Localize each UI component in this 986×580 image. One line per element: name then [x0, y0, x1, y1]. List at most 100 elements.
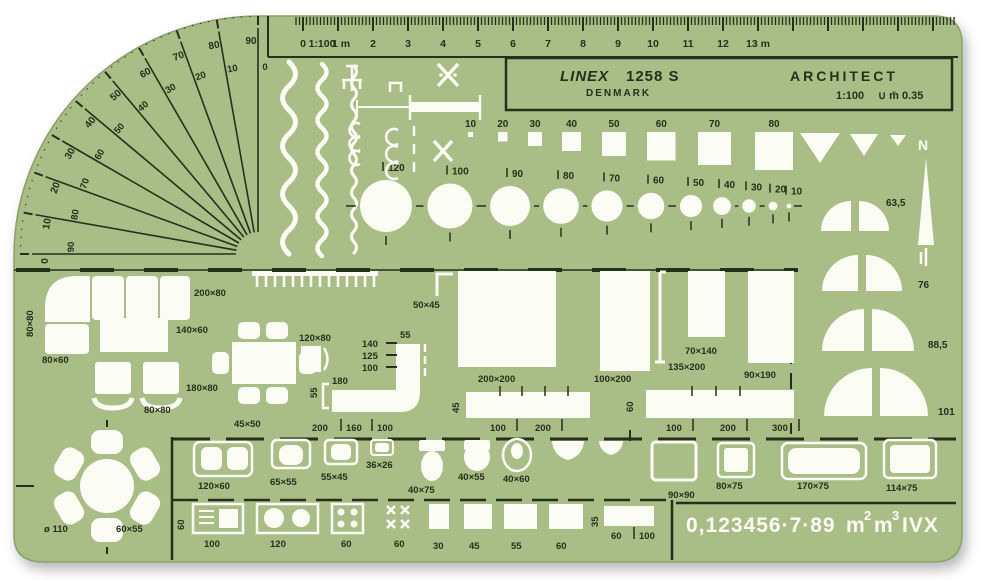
square-size-label: 60: [656, 119, 668, 130]
protractor-edge-tick: [65, 113, 67, 116]
runner-60-200-label: 200: [720, 423, 736, 434]
cabinet-30-cutout: [429, 504, 449, 529]
stencil-exp-3: 3: [892, 508, 899, 523]
sink-55-bowl-cutout: [331, 444, 351, 460]
tub-114-outline-cutout: [882, 438, 938, 480]
protractor-edge-tick: [104, 71, 112, 80]
wavy-line-cutout: [280, 59, 298, 257]
wide-bed-cutout: [748, 271, 794, 363]
tick-label-140: 140: [362, 339, 378, 350]
circle-cutout: [637, 192, 665, 220]
table-chair-cutout: [53, 491, 85, 525]
arc-label-63: 63,5: [886, 198, 906, 209]
wavy-line-cutouts: [280, 59, 358, 259]
tub-114-inner-cutout: [890, 445, 930, 473]
length-160-label: 160: [346, 423, 362, 434]
tub-170-inner-cutout: [788, 448, 860, 474]
sofa-cushion-cutout: [160, 276, 190, 320]
sink-bowl-cutout: [201, 447, 222, 470]
circle-size-label: 80: [563, 171, 575, 182]
wc-75-label: 40×75: [408, 485, 435, 496]
protractor-ray: [179, 41, 252, 234]
ruler-number: 7: [545, 38, 551, 50]
series-label: ARCHITECT: [790, 68, 898, 84]
shrub-symbols-b: [384, 127, 399, 181]
cabinet-45-label: 45: [469, 541, 480, 552]
protractor-inner-number: 10: [226, 63, 238, 76]
unit-120-label: 120: [270, 539, 286, 550]
circle-size-label: 100: [452, 167, 469, 178]
protractor-ray: [144, 57, 248, 236]
table-register-marks: [16, 420, 108, 554]
hob-dot: [337, 520, 345, 528]
bidet-outline-cutout: [501, 437, 533, 473]
door-arc-pair-63: [821, 201, 889, 231]
hob-label: 60: [341, 539, 352, 550]
circle-size-label: 10: [791, 187, 803, 198]
table-chair-cutout: [53, 447, 85, 481]
side-table-label: 80×60: [42, 355, 69, 366]
protractor-edge-tick: [60, 120, 62, 123]
protractor-outer-number: 80: [208, 39, 221, 52]
tub-170-label: 170×75: [797, 481, 830, 492]
hob-outline: [330, 502, 365, 535]
single-bed-label: 100×200: [594, 374, 631, 385]
table-diameter-label: ø 110: [44, 524, 68, 535]
cot-label: 70×140: [685, 346, 717, 357]
double-bed-cutout: [458, 271, 556, 367]
ruler-number: 1:100: [309, 38, 336, 50]
burner-cutout: [292, 509, 310, 527]
tub-114-label: 114×75: [886, 483, 918, 494]
triangle-cutout-large: [800, 133, 840, 163]
counter-bracket-cutout: [321, 382, 329, 410]
bed-bracket-cutout: [655, 270, 666, 364]
sofa-cushion-cutout: [92, 276, 124, 320]
runner-60-cutout: [646, 390, 794, 418]
circle-size-label: 90: [512, 169, 524, 180]
protractor-edge-tick: [175, 30, 181, 40]
stencil-m: m: [874, 514, 894, 537]
sink-65-outline-cutout: [270, 438, 312, 470]
bidet-label: 40×60: [503, 474, 530, 485]
dimension-leader: [356, 100, 410, 114]
x-register-mark-cutout: [436, 62, 460, 88]
door-arc-pair-76: [822, 255, 902, 291]
door-arc-pair-101: [824, 368, 928, 416]
sink-36-bowl-cutout: [375, 443, 389, 452]
chair-label: 45×50: [234, 419, 261, 430]
protractor-edge-tick: [92, 82, 94, 85]
circle-cutout: [591, 190, 623, 222]
sink-65-label: 65×55: [270, 477, 297, 488]
circle-cutout: [427, 183, 473, 229]
cabinet-cutout: [301, 346, 321, 372]
model-number: 1258 S: [626, 68, 680, 85]
protractor-edge-tick: [110, 66, 113, 68]
table-chair-cutout: [91, 430, 123, 454]
protractor-outer-number: 0: [40, 258, 51, 264]
chime-symbol-cutout: [342, 64, 362, 91]
shelf-bracket-cutout: [435, 272, 453, 296]
protractor-inner-number: 0: [262, 62, 267, 73]
tick-dashes: [386, 342, 397, 368]
shelf-bracket-label: 50×45: [413, 300, 440, 311]
protractor-edge-tick: [51, 134, 61, 141]
kitchen-unit-square: [219, 509, 238, 528]
ruler-number: 0: [300, 38, 306, 50]
corner-sofa-corner-cutout: [45, 276, 90, 322]
ruler-number: 1 m: [332, 38, 350, 50]
sofa-depth-label: 80×80: [25, 310, 36, 337]
cross-unit-label: 60: [394, 539, 405, 550]
wavy-line-cutout: [350, 64, 358, 255]
sofa-label: 200×80: [194, 288, 226, 299]
square-cutout: [498, 132, 508, 142]
kitchen-unit-120-outline: [255, 502, 320, 535]
armchair-back-cutout: [139, 397, 183, 411]
runner-60-100-label: 100: [666, 423, 682, 434]
wavy-line-cutout: [315, 61, 329, 259]
wide-bed-label: 90×190: [744, 370, 776, 381]
protractor-inner-number: 70: [78, 177, 92, 191]
cabinet-60-cutout: [549, 504, 583, 529]
